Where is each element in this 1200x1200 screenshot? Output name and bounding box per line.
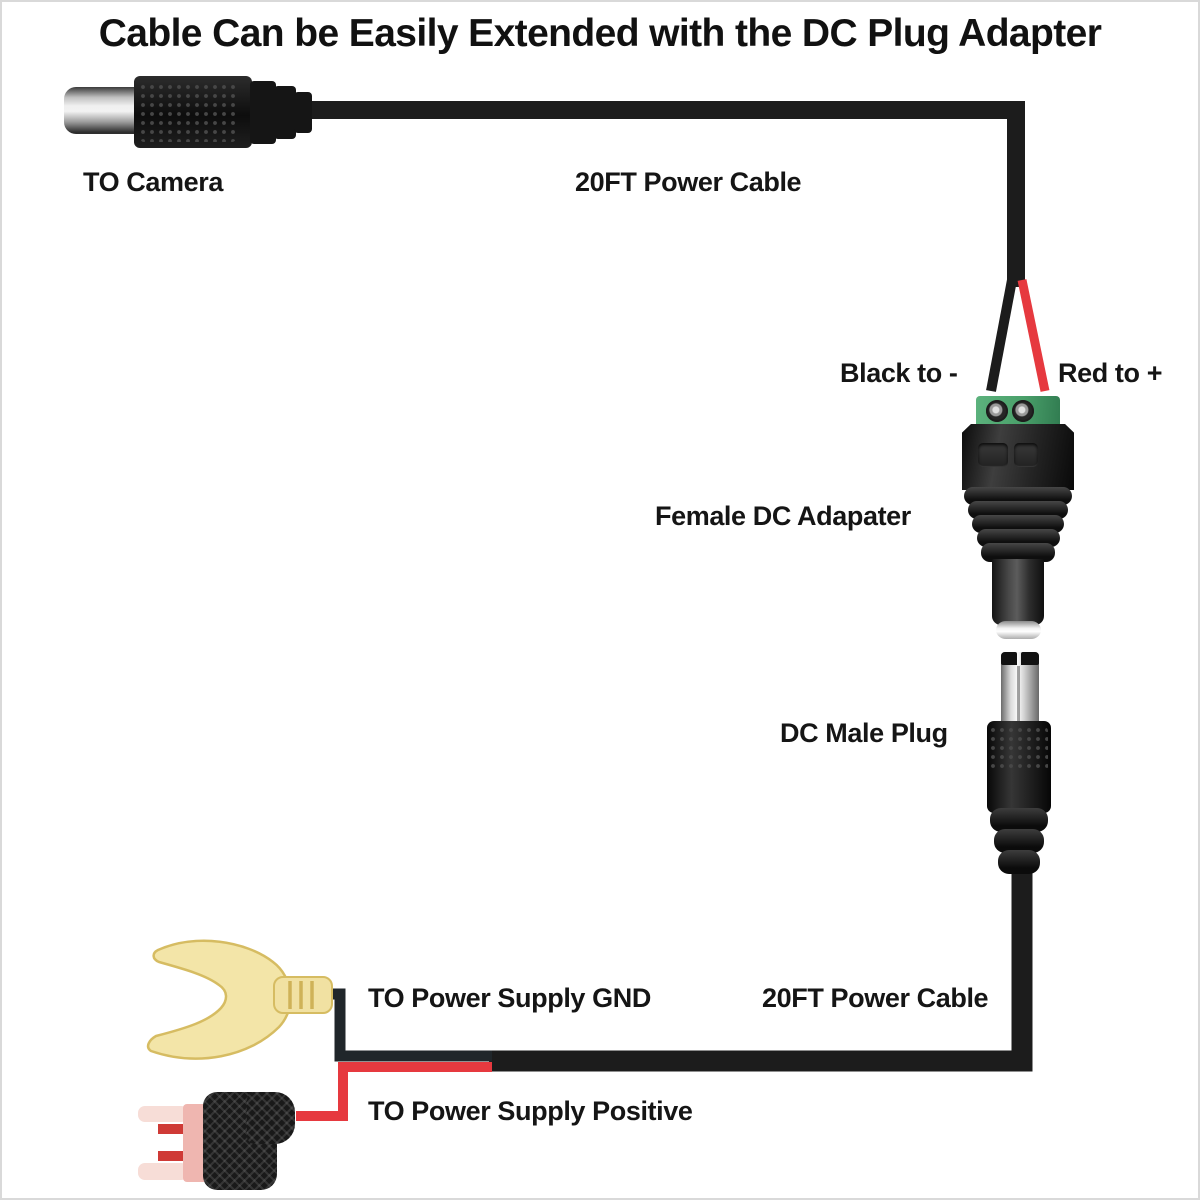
male-plug-strain-relief: [998, 850, 1040, 874]
camera-plug-strain-relief: [274, 86, 296, 139]
terminal-screw-negative: [986, 400, 1008, 422]
red-positive-wire: [1017, 279, 1050, 392]
female-adapter-screw-hole: [1014, 443, 1038, 467]
label-positive: TO Power Supply Positive: [368, 1096, 693, 1126]
female-adapter-rib: [968, 501, 1068, 519]
spade-terminal-crimp: [273, 976, 333, 1014]
terminal-screw-positive: [1012, 400, 1034, 422]
black-negative-wire: [986, 279, 1017, 392]
positive-connector-lobe: [247, 1092, 295, 1144]
label-female-adapter: Female DC Adapater: [655, 501, 911, 531]
female-adapter-metal-ring: [996, 621, 1041, 639]
camera-plug-strain-relief: [294, 92, 312, 133]
label-male-plug: DC Male Plug: [780, 718, 948, 748]
female-adapter-rib: [981, 543, 1055, 562]
female-adapter-screw-hole: [978, 443, 1008, 467]
label-red-wire: Red to +: [1058, 358, 1163, 388]
male-plug-tip-shade: [1001, 652, 1017, 665]
label-black-wire: Black to -: [840, 358, 958, 388]
female-adapter-rib: [977, 529, 1060, 547]
power-cable-bottom: [489, 868, 1033, 1072]
camera-plug-tip: [64, 87, 142, 134]
female-adapter-rib: [964, 487, 1072, 505]
spade-terminal-fork: [146, 939, 292, 1060]
male-plug-seam: [1017, 666, 1020, 722]
female-adapter-barrel: [992, 559, 1044, 625]
positive-red-wire: [296, 1062, 492, 1121]
power-cable-top: [302, 101, 1025, 287]
camera-plug-knurl: [140, 84, 236, 142]
diagram-title: Cable Can be Easily Extended with the DC…: [98, 12, 1102, 55]
label-bottom-cable: 20FT Power Cable: [762, 983, 989, 1013]
label-to-camera: TO Camera: [83, 167, 223, 197]
male-plug-knurl: [990, 727, 1048, 771]
crimp-ridges: [288, 981, 314, 1009]
camera-plug-strain-relief: [250, 81, 276, 144]
female-adapter-rib: [972, 515, 1064, 533]
male-plug-strain-relief: [994, 829, 1044, 853]
connector-pin-bottom: [138, 1163, 188, 1180]
male-plug-tip-shade: [1021, 652, 1039, 665]
label-top-cable: 20FT Power Cable: [575, 167, 802, 197]
connector-pin-top: [138, 1106, 188, 1122]
label-gnd: TO Power Supply GND: [368, 983, 651, 1013]
male-plug-strain-relief: [990, 808, 1048, 832]
